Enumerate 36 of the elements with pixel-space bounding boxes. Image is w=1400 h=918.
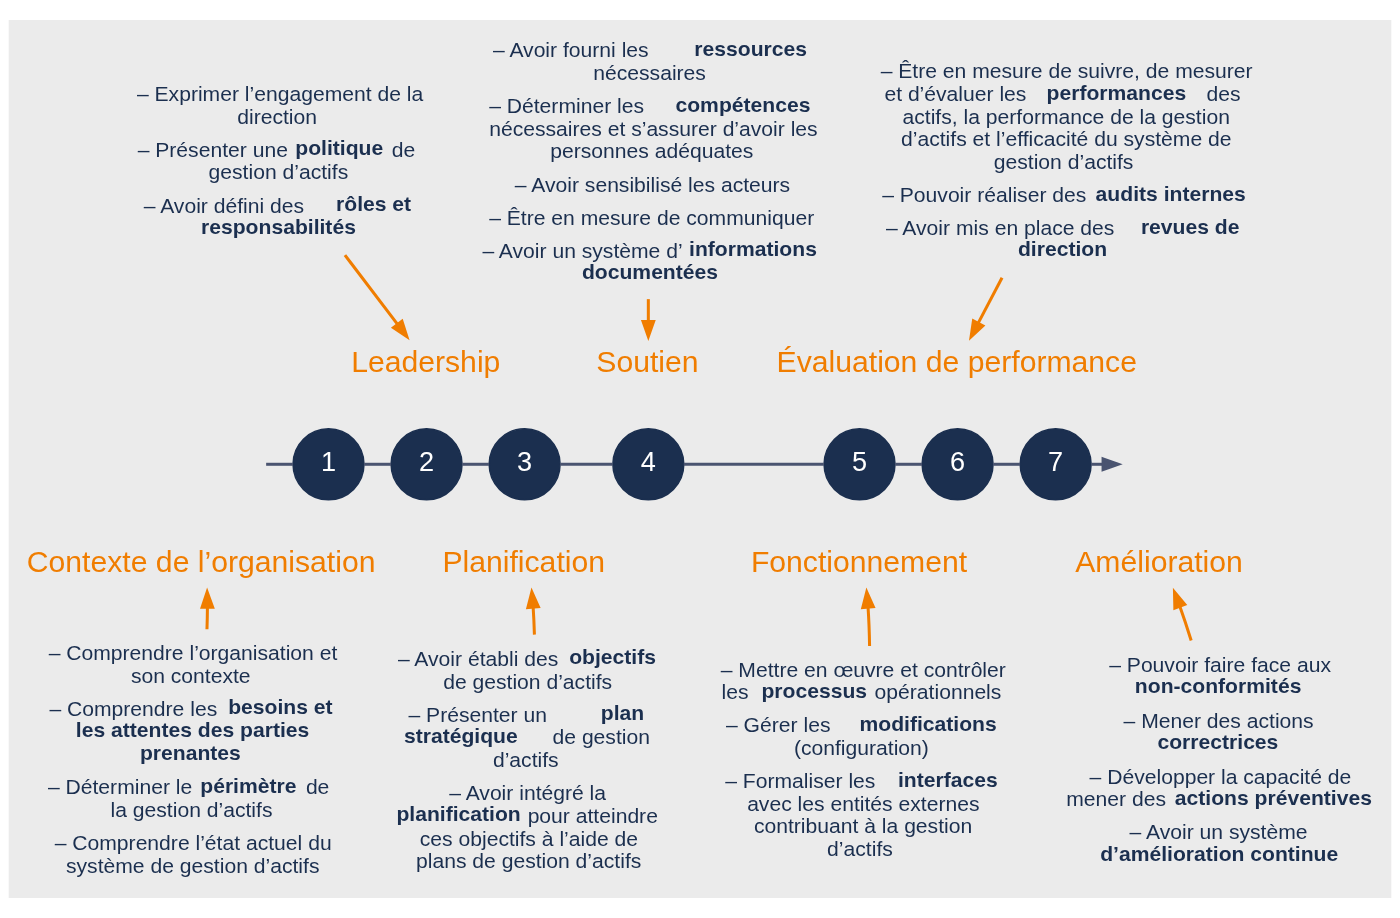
connector [266,462,293,466]
node-text: – Être en mesure de suivre, de mesurer et d’évaluer les performances des actifs, la performance de la gestion d’actifs et l’efficacité du système de gestion d’actifs – Pouvoir réaliser des audits internes – Avoir mis en place des revues de direction [880,59,1253,261]
arrow [860,587,876,647]
arrow [343,254,410,341]
node-circle: 7 [1019,428,1092,501]
node-text: – Avoir fourni les ressources nécessaires – Déterminer les compétences nécessaires et s’assurer d’avoir les personnes adéquates – Avoir sensibilisé les acteurs – Être en mesure de communiquer – Avoir un système d’informations documentées [482,36,818,284]
node-text: Planification [442,545,606,579]
node-circle: 2 [390,428,463,501]
node-text: Amélioration [1075,545,1243,579]
node-text: – Comprendre l’organisation et son contexte – Comprendre les besoins et les attentes des parties prenantes – Déterminer le périmètre de la gestion d’actifs – Comprendre l’état actuel du système de gestion d’actifs [47,640,338,877]
node-text: Évaluation de performance [776,344,1137,378]
arrow [1091,456,1123,472]
connector [895,462,922,466]
node-text: Contexte de l’organisation [26,545,376,579]
node-circle: 6 [921,428,994,501]
arrow [200,587,215,630]
connector [683,462,824,466]
connector [993,462,1021,466]
arrow [968,277,1004,341]
arrow [640,299,656,342]
connector [364,462,391,466]
node-circle: 5 [823,428,896,501]
connector [462,462,489,466]
arrow [525,587,541,635]
node-circle: 4 [612,428,685,501]
node-text: Soutien [596,344,699,378]
node-text: – Avoir établi des objectifs de gestion d’actifs – Présenter un plan stratégique de gestion d’actifs – Avoir intégré la planification pour atteindre ces objectifs à l’aide de plans de gestion d’actifs [396,645,658,873]
node-text: Fonctionnement [750,545,968,579]
node-circle: 3 [488,428,561,501]
node-text: – Pouvoir faire face aux non-conformités – Mener des actions correctrices – Développer la capacité de mener des actions préventives – Avoir un système d’amélioration continue [1066,653,1372,865]
connector [560,462,613,466]
arrow [1172,587,1193,641]
node-circle: 1 [292,428,365,501]
node-text: – Exprimer l’engagement de la direction – Présenter une politique de gestion d’actifs – Avoir défini des rôles et responsabilités [136,82,424,238]
node-text: – Mettre en œuvre et contrôler les processus opérationnels – Gérer les modifications (configuration) – Formaliser les interfaces avec les entités externes contribuant à la gestion d’actifs [720,657,1006,861]
node-text: Leadership [351,344,501,378]
